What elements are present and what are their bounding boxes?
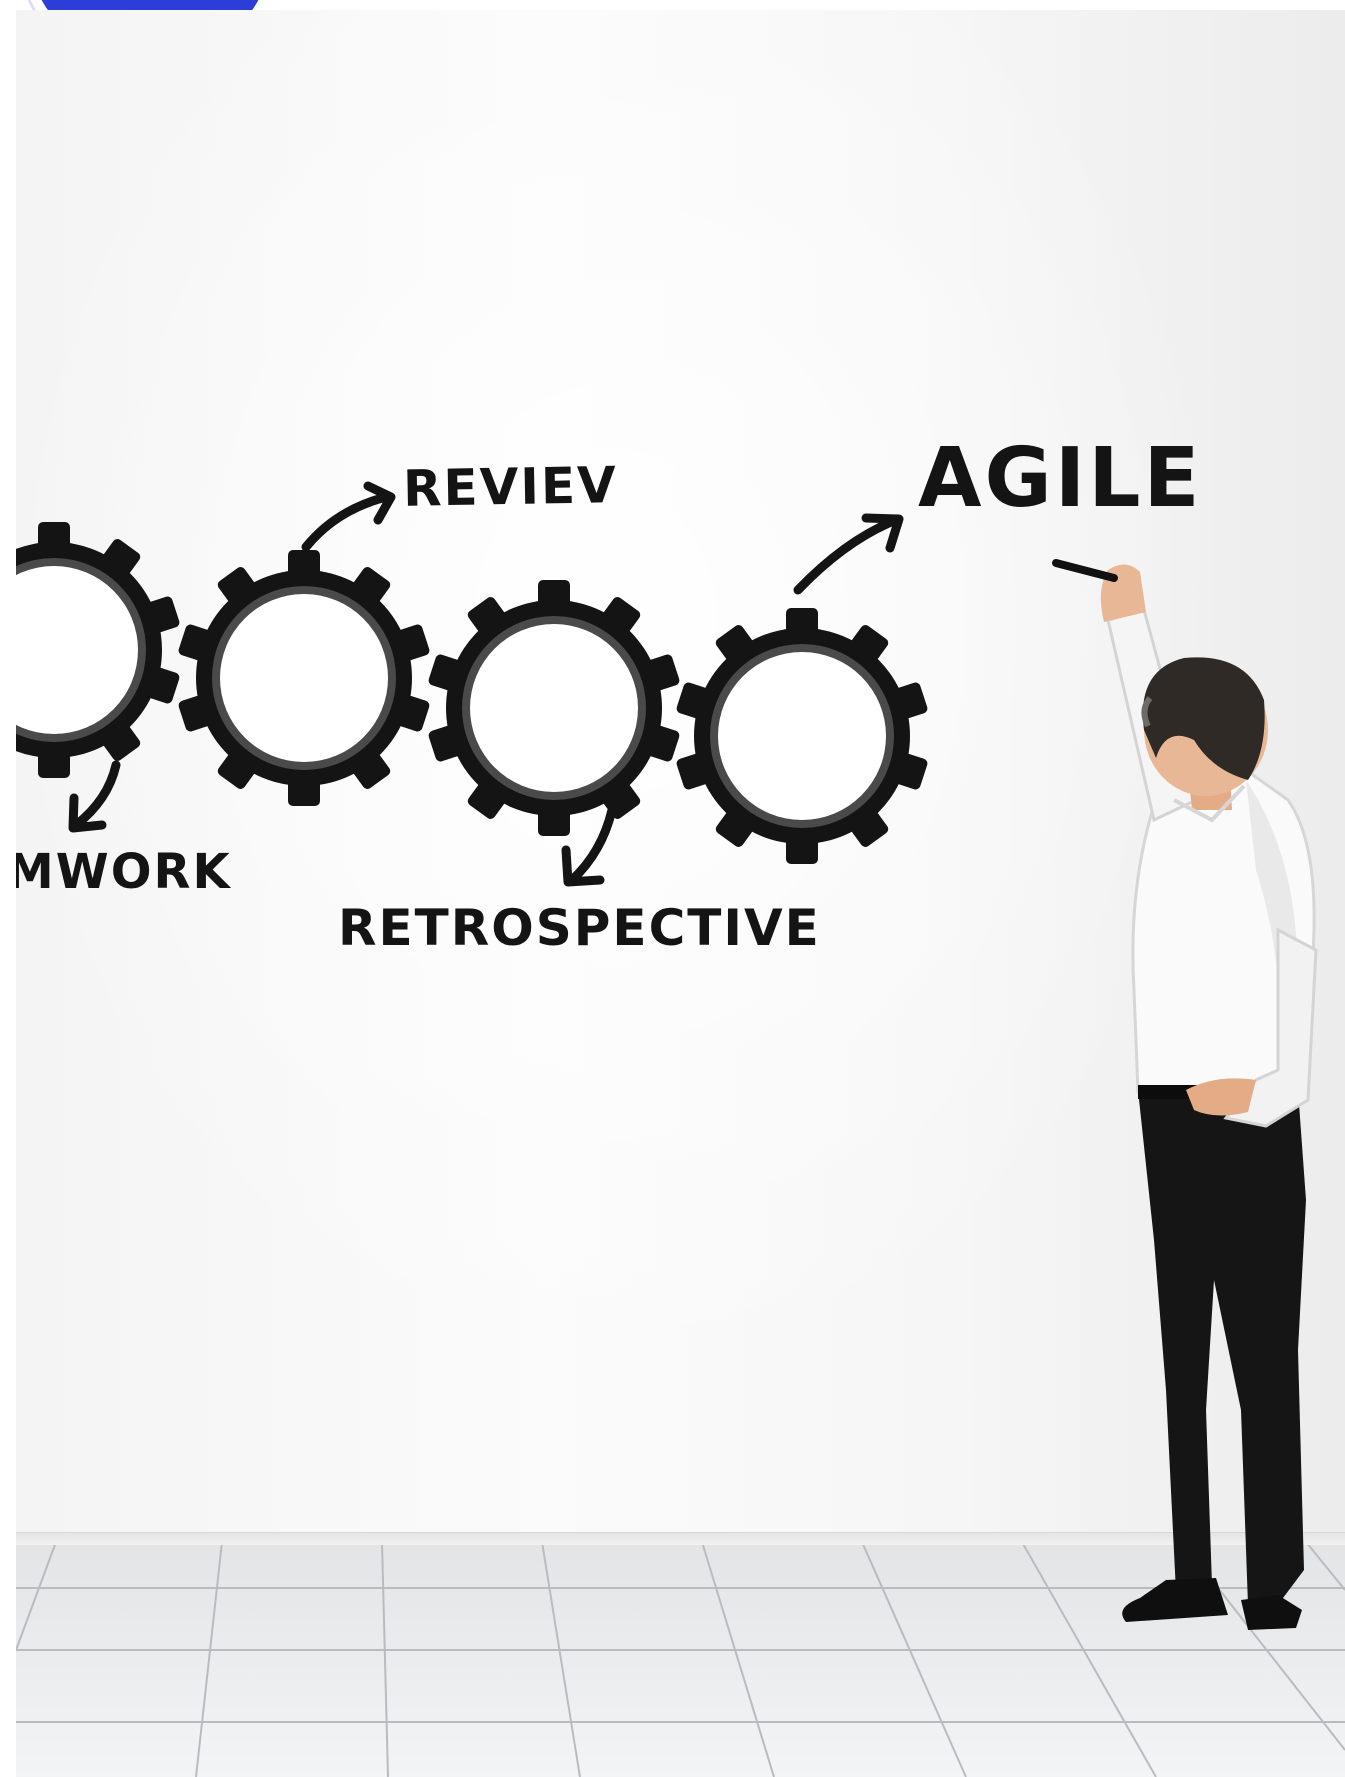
label-teamwork: MWORK [16, 844, 232, 900]
arrow-icon [793, 515, 901, 595]
arrow-icon [68, 793, 107, 833]
arrow-icon [71, 760, 121, 830]
photo-scene: REVIEV AGILE MWORK RETROSPECTIVE [16, 10, 1345, 1777]
gear-icon [177, 550, 431, 806]
tiled-floor [16, 1541, 1345, 1777]
gear-icon [675, 608, 929, 864]
arrow-icon [301, 492, 391, 552]
drawing-layer [16, 481, 1318, 1630]
arrow-icon [561, 845, 605, 887]
label-review: REVIEV [402, 456, 619, 518]
arrow-icon [363, 481, 396, 525]
gear-icon [16, 522, 181, 778]
label-agile: AGILE [918, 431, 1203, 526]
label-retrospective: RETROSPECTIVE [338, 899, 821, 957]
baseboard [16, 1532, 1345, 1545]
man-illustration [1052, 559, 1318, 1630]
arrow-icon [567, 805, 617, 885]
gear-icon [427, 580, 681, 836]
arrow-icon [861, 513, 904, 553]
